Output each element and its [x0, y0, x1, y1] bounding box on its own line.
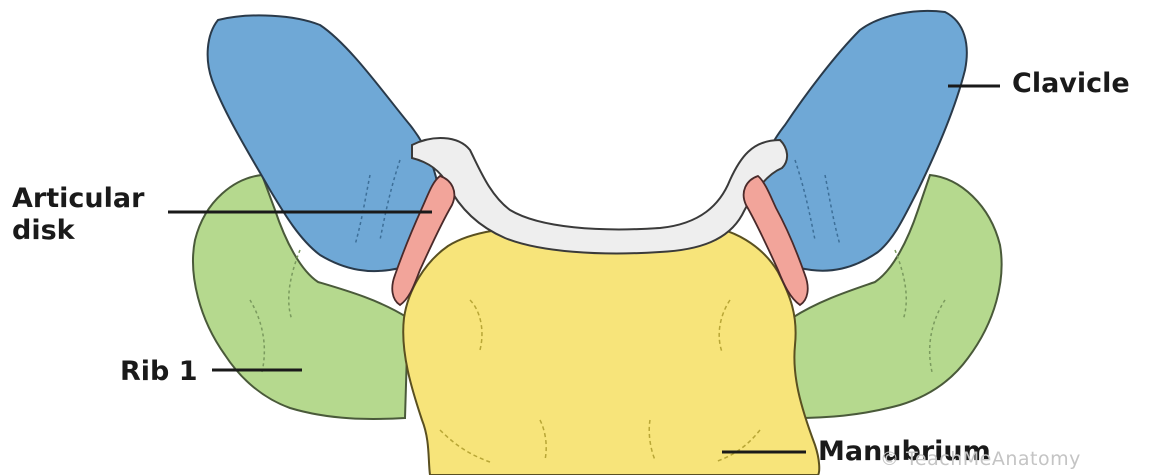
- clavicle-label: Clavicle: [1012, 68, 1130, 100]
- articular-disk-label-line2: disk: [12, 215, 144, 247]
- articular-disk-label: Articular disk: [12, 183, 144, 247]
- articular-disk-label-line1: Articular: [12, 183, 144, 215]
- manubrium-shape: [403, 226, 819, 475]
- rib-1-label: Rib 1: [120, 356, 198, 388]
- watermark: © TeachMeAnatomy: [880, 448, 1081, 470]
